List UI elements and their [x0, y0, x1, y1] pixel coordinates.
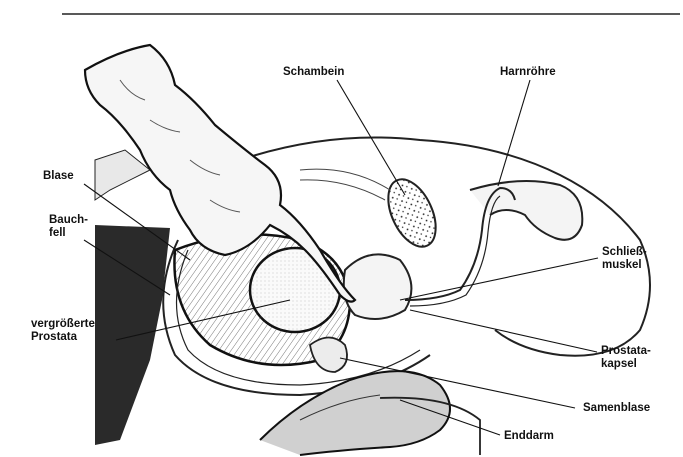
- label-kapsel-line1: Prostata-: [601, 345, 651, 358]
- body-wall-shading: [95, 225, 170, 445]
- label-schliessmuskel: Schließ- muskel: [602, 246, 647, 272]
- label-schliessmuskel-line2: muskel: [602, 259, 647, 272]
- label-schambein: Schambein: [283, 66, 344, 79]
- label-prostatakapsel: Prostata- kapsel: [601, 345, 651, 371]
- label-prostata-line1: vergrößerte: [31, 318, 95, 331]
- rectum: [260, 371, 450, 455]
- prostate-capsule: [344, 254, 412, 319]
- seminal-vesicle: [310, 338, 347, 373]
- label-bauchfell-line2: fell: [49, 227, 88, 240]
- label-bauchfell-line1: Bauch-: [49, 214, 88, 227]
- label-schliessmuskel-line1: Schließ-: [602, 246, 647, 259]
- label-bauchfell: Bauch- fell: [49, 214, 88, 240]
- label-vergroesserte-prostata: vergrößerte Prostata: [31, 318, 95, 344]
- leader-schliessmuskel: [400, 258, 598, 300]
- label-samenblase: Samenblase: [583, 402, 650, 415]
- leader-kapsel: [410, 310, 597, 352]
- label-harnroehre: Harnröhre: [500, 66, 556, 79]
- label-blase: Blase: [43, 170, 74, 183]
- pubic-bone: [379, 172, 446, 254]
- penis-outline: [470, 181, 582, 240]
- label-prostata-line2: Prostata: [31, 331, 95, 344]
- label-enddarm: Enddarm: [504, 430, 554, 443]
- label-kapsel-line2: kapsel: [601, 358, 651, 371]
- leader-harnroehre: [498, 80, 530, 186]
